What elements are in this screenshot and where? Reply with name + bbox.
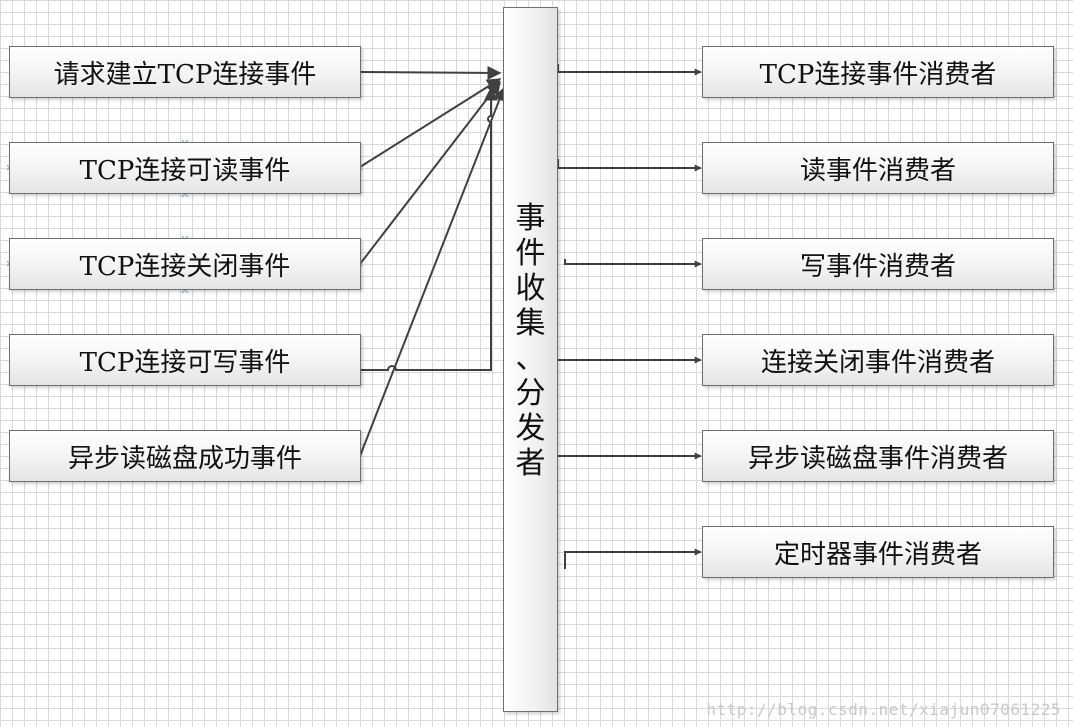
consumer-label-2: 读事件消费者: [799, 155, 956, 186]
producer-box-1: 请求建立TCP连接事件: [9, 46, 361, 98]
producer-label-2: TCP连接可读事件: [79, 155, 291, 186]
consumer-box-5: 异步读磁盘事件消费者: [702, 430, 1054, 482]
dispatcher-box: 事 件 收 集 、 分 发 者: [503, 7, 558, 712]
consumer-label-5: 异步读磁盘事件消费者: [747, 443, 1008, 474]
dispatcher-label: 事 件 收 集 、 分 发 者: [504, 201, 557, 481]
dispatcher-char: 事: [515, 201, 546, 236]
consumer-box-2: 读事件消费者: [702, 142, 1054, 194]
consumer-label-1: TCP连接事件消费者: [759, 59, 997, 90]
dispatcher-char: 收: [515, 271, 546, 306]
producer-label-1: 请求建立TCP连接事件: [53, 59, 317, 90]
watermark: http://blog.csdn.net/xiajun07061225: [706, 700, 1061, 719]
producer-label-3: TCP连接关闭事件: [79, 251, 291, 282]
producer-box-5: 异步读磁盘成功事件: [9, 430, 361, 482]
consumer-box-3: 写事件消费者: [702, 238, 1054, 290]
dispatcher-char: 者: [515, 446, 546, 481]
connector-producer-2: [359, 78, 502, 168]
consumer-box-6: 定时器事件消费者: [702, 526, 1054, 578]
consumer-box-1: TCP连接事件消费者: [702, 46, 1054, 98]
dispatcher-char: 集: [515, 306, 546, 341]
producer-box-3: TCP连接关闭事件: [9, 238, 361, 290]
connector-producer-4: [360, 86, 498, 371]
consumer-label-4: 连接关闭事件消费者: [760, 347, 995, 378]
connector-producer-5: [359, 86, 506, 457]
connector-consumer-6: [564, 548, 702, 569]
producer-label-5: 异步读磁盘成功事件: [67, 443, 302, 474]
producer-box-2: TCP连接可读事件: [9, 142, 361, 194]
producer-label-4: TCP连接可写事件: [79, 347, 291, 378]
consumer-label-3: 写事件消费者: [799, 251, 956, 282]
consumer-box-4: 连接关闭事件消费者: [702, 334, 1054, 386]
dispatcher-char: 分: [515, 376, 546, 411]
producer-box-4: TCP连接可写事件: [9, 334, 361, 386]
connector-consumer-1: [557, 64, 702, 76]
connector-consumer-2: [557, 159, 702, 172]
consumer-label-6: 定时器事件消费者: [773, 539, 982, 570]
connector-producer-1: [359, 65, 502, 80]
connector-consumer-3: [564, 259, 702, 268]
dispatcher-char: 发: [515, 411, 546, 446]
connector-producer-3: [359, 80, 501, 265]
dispatcher-char: 件: [515, 236, 546, 271]
dispatcher-char: 、: [515, 341, 546, 376]
